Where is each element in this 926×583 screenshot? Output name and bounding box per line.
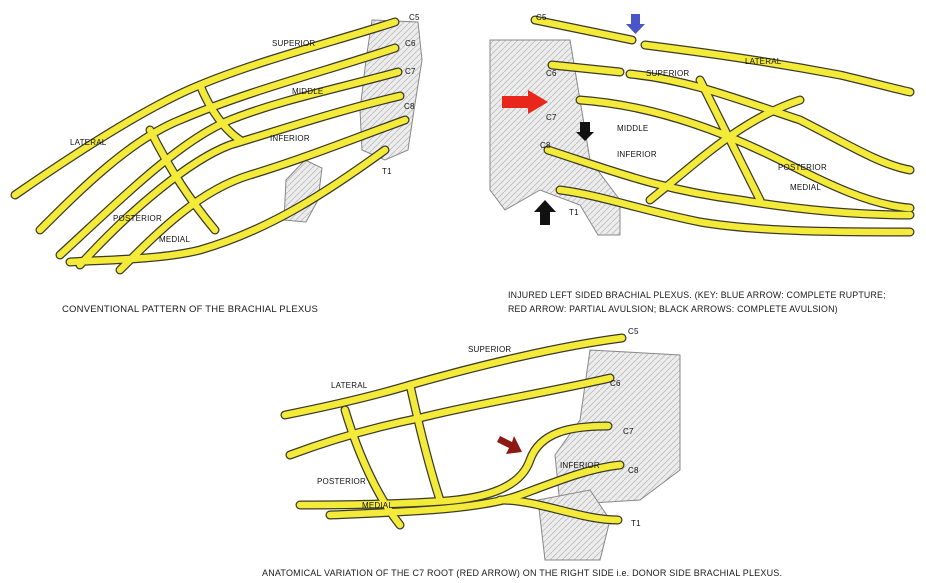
label-inferior: INFERIOR: [270, 134, 310, 143]
label-posterior: POSTERIOR: [778, 163, 827, 172]
label-lateral: LATERAL: [70, 138, 107, 147]
label-middle: MIDDLE: [292, 87, 323, 96]
label-lateral: LATERAL: [745, 57, 782, 66]
label-t1: T1: [382, 167, 392, 176]
caption-injured-line1: INJURED LEFT SIDED BRACHIAL PLEXUS. (KEY…: [508, 288, 886, 302]
label-superior: SUPERIOR: [468, 345, 511, 354]
label-t1: T1: [569, 208, 579, 217]
black-arrow-icon: [534, 200, 556, 225]
dark-red-arrow-icon: [497, 436, 522, 454]
label-medial: MEDIAL: [362, 501, 393, 510]
label-c6: C6: [405, 39, 416, 48]
label-inferior: INFERIOR: [617, 150, 657, 159]
label-medial: MEDIAL: [159, 235, 190, 244]
label-c8: C8: [628, 466, 639, 475]
label-t1: T1: [631, 519, 641, 528]
panel-conventional: C5 C6 C7 C8 T1 SUPERIOR MIDDLE INFERIOR …: [15, 13, 422, 270]
label-posterior: POSTERIOR: [113, 214, 162, 223]
label-c5: C5: [536, 13, 547, 22]
caption-conventional: CONVENTIONAL PATTERN OF THE BRACHIAL PLE…: [62, 303, 318, 317]
label-medial: MEDIAL: [790, 183, 821, 192]
panel-variation: C5 C6 C7 C8 T1 SUPERIOR LATERAL INFERIOR…: [285, 327, 680, 560]
label-c8: C8: [540, 141, 551, 150]
label-c5: C5: [409, 13, 420, 22]
label-c7: C7: [405, 67, 416, 76]
label-c7: C7: [546, 113, 557, 122]
label-lateral: LATERAL: [331, 381, 368, 390]
label-middle: MIDDLE: [617, 124, 648, 133]
label-c6: C6: [546, 69, 557, 78]
blue-arrow-icon: [626, 14, 645, 34]
label-c6: C6: [610, 379, 621, 388]
panel-injured: C5 C6 C7 C8 T1 SUPERIOR MIDDLE INFERIOR …: [490, 13, 910, 235]
label-inferior: INFERIOR: [560, 461, 600, 470]
label-superior: SUPERIOR: [272, 39, 315, 48]
label-c8: C8: [404, 102, 415, 111]
label-c5: C5: [628, 327, 639, 336]
caption-injured-line2: RED ARROW: PARTIAL AVULSION; BLACK ARROW…: [508, 302, 838, 316]
nerve-paths-injured: [535, 20, 910, 232]
caption-variation: ANATOMICAL VARIATION OF THE C7 ROOT (RED…: [262, 566, 782, 580]
label-superior: SUPERIOR: [646, 69, 689, 78]
label-posterior: POSTERIOR: [317, 477, 366, 486]
label-c7: C7: [623, 427, 634, 436]
